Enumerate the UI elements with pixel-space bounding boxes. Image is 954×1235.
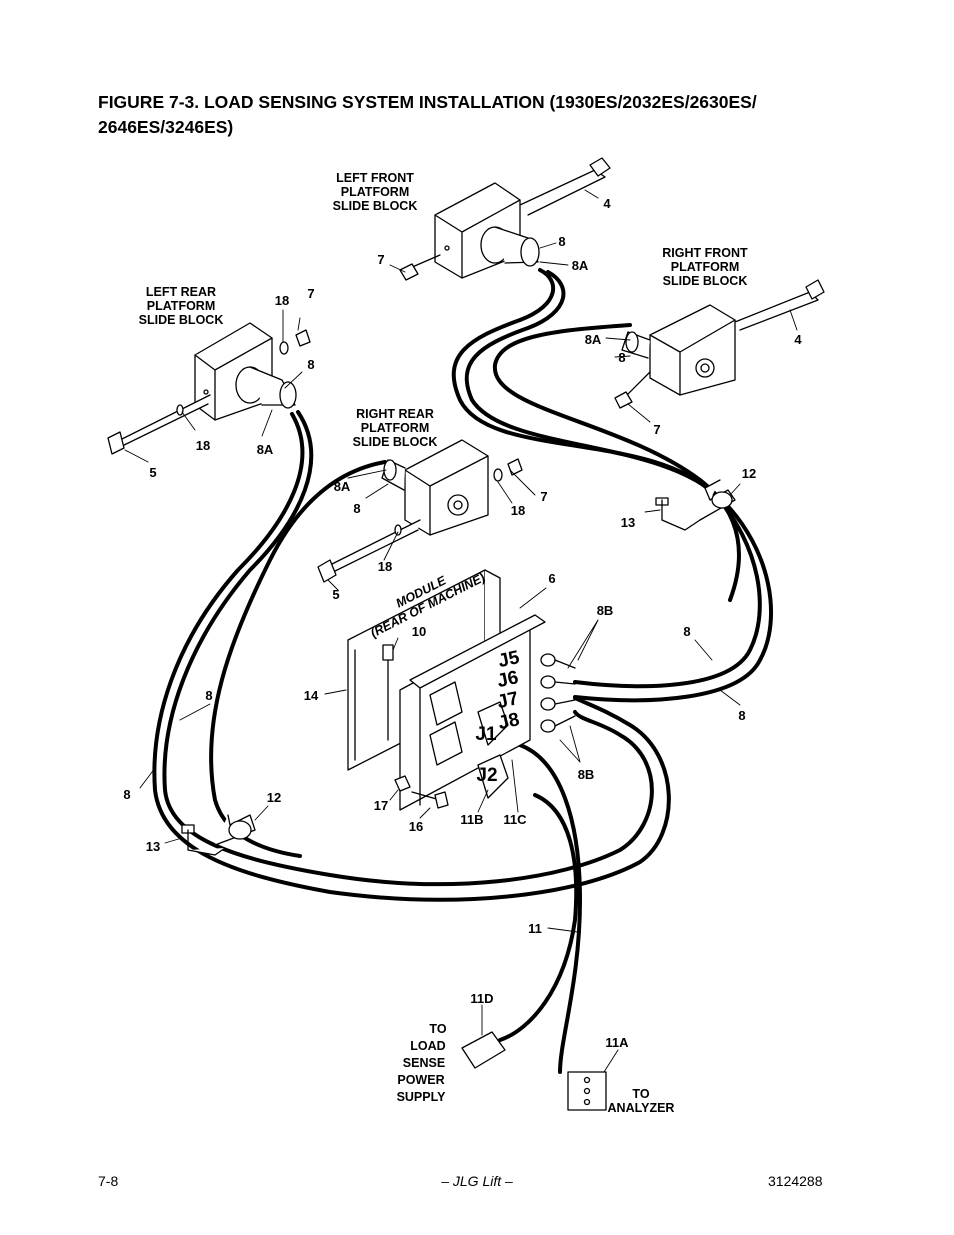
- part-cable-11: 11: [528, 921, 542, 936]
- part-cable-11d: 11D: [470, 991, 493, 1006]
- module-assembly: [347, 569, 546, 811]
- part-lr-18b: 18: [196, 438, 210, 453]
- power-label-2: LOAD: [410, 1039, 445, 1053]
- jack-j6-label: J6: [495, 667, 520, 692]
- rr-block-label-1: RIGHT REAR: [356, 407, 434, 421]
- part-rr-18b: 18: [378, 559, 392, 574]
- footer-document-number: 3124288: [768, 1173, 823, 1189]
- part-mod-8b-top: 8B: [597, 603, 614, 618]
- part-lr-8a: 8A: [257, 442, 274, 457]
- right-rear-slide-block: [317, 439, 523, 583]
- jack-j8-label: J8: [496, 709, 521, 734]
- part-rr-7: 7: [540, 489, 547, 504]
- power-label-1: TO: [429, 1022, 446, 1036]
- part-clamp-l-13: 13: [146, 839, 160, 854]
- cable-clamp-right: [655, 479, 736, 531]
- part-mod-8b-bot: 8B: [578, 767, 595, 782]
- lf-block-label-3: SLIDE BLOCK: [333, 199, 418, 213]
- lr-block-label-3: SLIDE BLOCK: [139, 313, 224, 327]
- rf-block-label-1: RIGHT FRONT: [662, 246, 748, 260]
- part-clamp-r-12: 12: [742, 466, 756, 481]
- part-lr-5: 5: [149, 465, 156, 480]
- rr-block-label-2: PLATFORM: [361, 421, 430, 435]
- power-label-3: SENSE: [403, 1056, 445, 1070]
- rr-block-label-3: SLIDE BLOCK: [353, 435, 438, 449]
- rf-block-label-2: PLATFORM: [671, 260, 740, 274]
- analyzer-label-1: TO: [632, 1087, 649, 1101]
- lf-block-label-1: LEFT FRONT: [336, 171, 414, 185]
- part-mod-6: 6: [548, 571, 555, 586]
- right-front-slide-block: [614, 279, 825, 409]
- sensor-cables: [152, 268, 773, 1074]
- part-cable-11a: 11A: [605, 1035, 629, 1050]
- part-rr-8: 8: [353, 501, 360, 516]
- part-rf-7: 7: [653, 422, 660, 437]
- module-connectors: [540, 653, 576, 733]
- part-lr-18a: 18: [275, 293, 289, 308]
- part-lr-8: 8: [307, 357, 314, 372]
- part-cable-8-r2: 8: [738, 708, 745, 723]
- analyzer-label-2: ANALYZER: [608, 1101, 675, 1115]
- part-lr-7: 7: [307, 286, 314, 301]
- jack-j2-label: J2: [476, 765, 497, 786]
- part-clamp-r-13: 13: [621, 515, 635, 530]
- footer-publisher: – JLG Lift –: [441, 1173, 513, 1189]
- figure-title: FIGURE 7-3. LOAD SENSING SYSTEM INSTALLA…: [98, 92, 757, 137]
- power-label-4: POWER: [397, 1073, 444, 1087]
- part-rf-8a: 8A: [585, 332, 602, 347]
- jack-j7-label: J7: [495, 688, 520, 713]
- rf-block-label-3: SLIDE BLOCK: [663, 274, 748, 288]
- harness-plugs: [461, 1031, 607, 1111]
- part-cable-8-l1: 8: [205, 688, 212, 703]
- part-rf-8: 8: [618, 350, 625, 365]
- part-cable-8-l2: 8: [123, 787, 130, 802]
- part-mod-14: 14: [304, 688, 319, 703]
- part-rf-4: 4: [794, 332, 802, 347]
- part-mod-11c: 11C: [503, 812, 527, 827]
- part-clamp-l-12: 12: [267, 790, 281, 805]
- lr-block-label-1: LEFT REAR: [146, 285, 216, 299]
- part-rr-5: 5: [332, 587, 339, 602]
- part-cable-8-r1: 8: [683, 624, 690, 639]
- part-lf-8: 8: [558, 234, 565, 249]
- part-mod-16: 16: [409, 819, 423, 834]
- part-lf-7: 7: [377, 252, 384, 267]
- lr-block-label-2: PLATFORM: [147, 299, 216, 313]
- part-rr-18a: 18: [511, 503, 525, 518]
- lf-block-label-2: PLATFORM: [341, 185, 410, 199]
- left-front-slide-block: [399, 157, 611, 281]
- leader-lines: [124, 189, 798, 1073]
- part-mod-17: 17: [374, 798, 388, 813]
- part-lf-4: 4: [603, 196, 611, 211]
- part-lf-8a: 8A: [572, 258, 589, 273]
- power-label-5: SUPPLY: [397, 1090, 447, 1104]
- cable-clamp-left: [181, 814, 256, 856]
- left-rear-slide-block: [107, 322, 311, 455]
- part-mod-11b: 11B: [460, 812, 483, 827]
- jack-j1-label: J1: [475, 724, 497, 745]
- part-rr-8a: 8A: [334, 479, 351, 494]
- jack-j5-label: J5: [496, 647, 521, 672]
- part-mod-10: 10: [412, 624, 426, 639]
- module-fasteners: [394, 775, 449, 809]
- footer-page-number: 7-8: [98, 1173, 119, 1189]
